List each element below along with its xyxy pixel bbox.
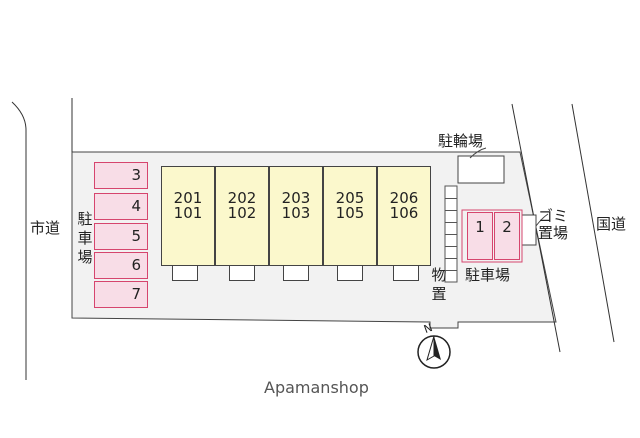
left-parking-label-text: 駐車場 bbox=[77, 210, 93, 266]
unit-upper-number: 206 bbox=[389, 189, 419, 207]
storage-rung bbox=[445, 222, 457, 223]
city-road-edge bbox=[11, 101, 27, 380]
unit-lower-number: 103 bbox=[281, 204, 311, 222]
left-stall-3: 3 bbox=[94, 162, 148, 189]
entrance-step bbox=[172, 266, 198, 281]
right-parking-area bbox=[461, 209, 523, 263]
unit-206-106: 206 106 bbox=[377, 166, 431, 266]
right-parking-label: 駐車場 bbox=[465, 266, 511, 284]
entrance-step bbox=[283, 266, 309, 281]
storage-rung bbox=[445, 258, 457, 259]
unit-upper-number: 201 bbox=[173, 189, 203, 207]
unit-201-101: 201 101 bbox=[161, 166, 215, 266]
unit-upper-number: 202 bbox=[227, 189, 257, 207]
bicycle-leader bbox=[469, 147, 487, 159]
storage-rung bbox=[445, 210, 457, 211]
left-parking-label: 駐車場 bbox=[76, 210, 94, 267]
right-stall-2: 2 bbox=[494, 212, 520, 260]
left-stall-4: 4 bbox=[94, 193, 148, 220]
storage-label-text: 物置 bbox=[431, 266, 447, 303]
left-stall-5: 5 bbox=[94, 223, 148, 250]
compass-icon bbox=[417, 335, 451, 369]
entrance-step bbox=[337, 266, 363, 281]
storage-rung bbox=[445, 270, 457, 271]
storage-rung bbox=[445, 234, 457, 235]
bicycle-parking-area bbox=[457, 155, 505, 184]
unit-lower-number: 106 bbox=[389, 204, 419, 222]
storage-label: 物置 bbox=[430, 266, 448, 304]
entrance-step bbox=[393, 266, 419, 281]
garbage-leader bbox=[535, 213, 549, 227]
unit-202-102: 202 102 bbox=[215, 166, 269, 266]
unit-upper-number: 203 bbox=[281, 189, 311, 207]
right-stall-1: 1 bbox=[467, 212, 493, 260]
entrance-step bbox=[229, 266, 255, 281]
unit-lower-number: 105 bbox=[335, 204, 365, 222]
storage-rung bbox=[445, 198, 457, 199]
unit-lower-number: 101 bbox=[173, 204, 203, 222]
storage-rung bbox=[445, 246, 457, 247]
national-road-edge-2 bbox=[571, 103, 615, 343]
watermark: Apamanshop bbox=[264, 378, 369, 397]
unit-lower-number: 102 bbox=[227, 204, 257, 222]
left-stall-6: 6 bbox=[94, 252, 148, 279]
unit-upper-number: 205 bbox=[335, 189, 365, 207]
unit-205-105: 205 105 bbox=[323, 166, 377, 266]
left-stall-7: 7 bbox=[94, 281, 148, 308]
garbage-box bbox=[521, 214, 537, 246]
garbage-label: ゴミ置場 bbox=[538, 207, 569, 242]
city-road-label: 市道 bbox=[30, 219, 61, 237]
national-road-label: 国道 bbox=[596, 215, 627, 233]
bicycle-parking-label: 駐輪場 bbox=[438, 132, 484, 150]
unit-203-103: 203 103 bbox=[269, 166, 323, 266]
